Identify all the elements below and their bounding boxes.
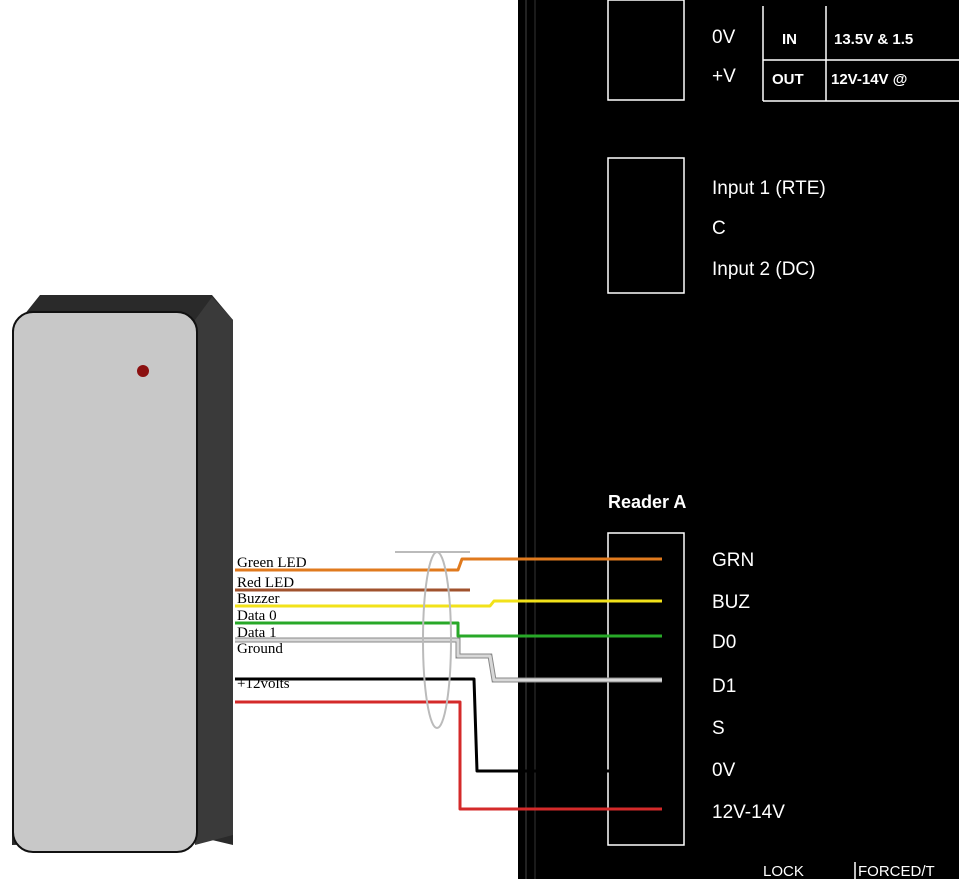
power-plus-label: +V bbox=[712, 66, 736, 87]
forced-label: FORCED/T bbox=[858, 863, 935, 879]
terminal-label-0v: 0V bbox=[712, 760, 736, 781]
power-out-label: OUT bbox=[772, 71, 804, 88]
power-in-spec: 13.5V & 1.5 bbox=[834, 31, 913, 48]
input-common-label: C bbox=[712, 218, 726, 239]
wire-data-1 bbox=[235, 638, 662, 682]
wire-buzzer bbox=[235, 599, 662, 608]
terminal-label-d0: D0 bbox=[712, 632, 736, 653]
wire-bundle bbox=[235, 551, 662, 811]
lock-label: LOCK bbox=[763, 863, 804, 879]
wire-label-data-1: Data 1 bbox=[237, 625, 277, 641]
power-terminal-block bbox=[607, 0, 685, 101]
terminal-label-12v-14v: 12V-14V bbox=[712, 802, 785, 823]
wire-data-0 bbox=[235, 621, 662, 638]
controller-board: 0V +V IN OUT 13.5V & 1.5 12V-14V @ Input… bbox=[518, 0, 959, 879]
card-reader-device bbox=[12, 295, 233, 853]
terminal-label-s: S bbox=[712, 718, 725, 739]
input1-label: Input 1 (RTE) bbox=[712, 178, 826, 199]
reader-terminal-block bbox=[607, 532, 685, 846]
wire-label-data-0: Data 0 bbox=[237, 608, 277, 624]
wire-label-12volts: +12volts bbox=[237, 676, 290, 692]
reader-side-face bbox=[195, 297, 233, 845]
wire-green-led bbox=[235, 557, 662, 572]
power-in-label: IN bbox=[782, 31, 797, 48]
input-terminal-block bbox=[607, 157, 685, 294]
power-out-spec: 12V-14V @ bbox=[831, 71, 907, 88]
reader-title: Reader A bbox=[608, 492, 686, 512]
terminal-label-grn: GRN bbox=[712, 550, 754, 571]
wire-label-red-led: Red LED bbox=[237, 575, 294, 591]
reader-led-icon bbox=[137, 365, 149, 377]
power-spec-table: IN OUT 13.5V & 1.5 12V-14V @ bbox=[762, 6, 959, 102]
wire-label-ground: Ground bbox=[237, 641, 283, 657]
cable-sheath bbox=[422, 551, 452, 729]
input2-label: Input 2 (DC) bbox=[712, 259, 815, 280]
board-background bbox=[518, 0, 959, 879]
wire-12volts bbox=[235, 700, 662, 811]
terminal-label-d1: D1 bbox=[712, 676, 736, 697]
reader-front-face bbox=[12, 311, 198, 853]
power-minus-label: 0V bbox=[712, 27, 736, 48]
terminal-label-buz: BUZ bbox=[712, 592, 750, 613]
wire-ground bbox=[235, 677, 662, 773]
wire-label-green-led: Green LED bbox=[237, 555, 307, 571]
wire-label-buzzer: Buzzer bbox=[237, 591, 279, 607]
